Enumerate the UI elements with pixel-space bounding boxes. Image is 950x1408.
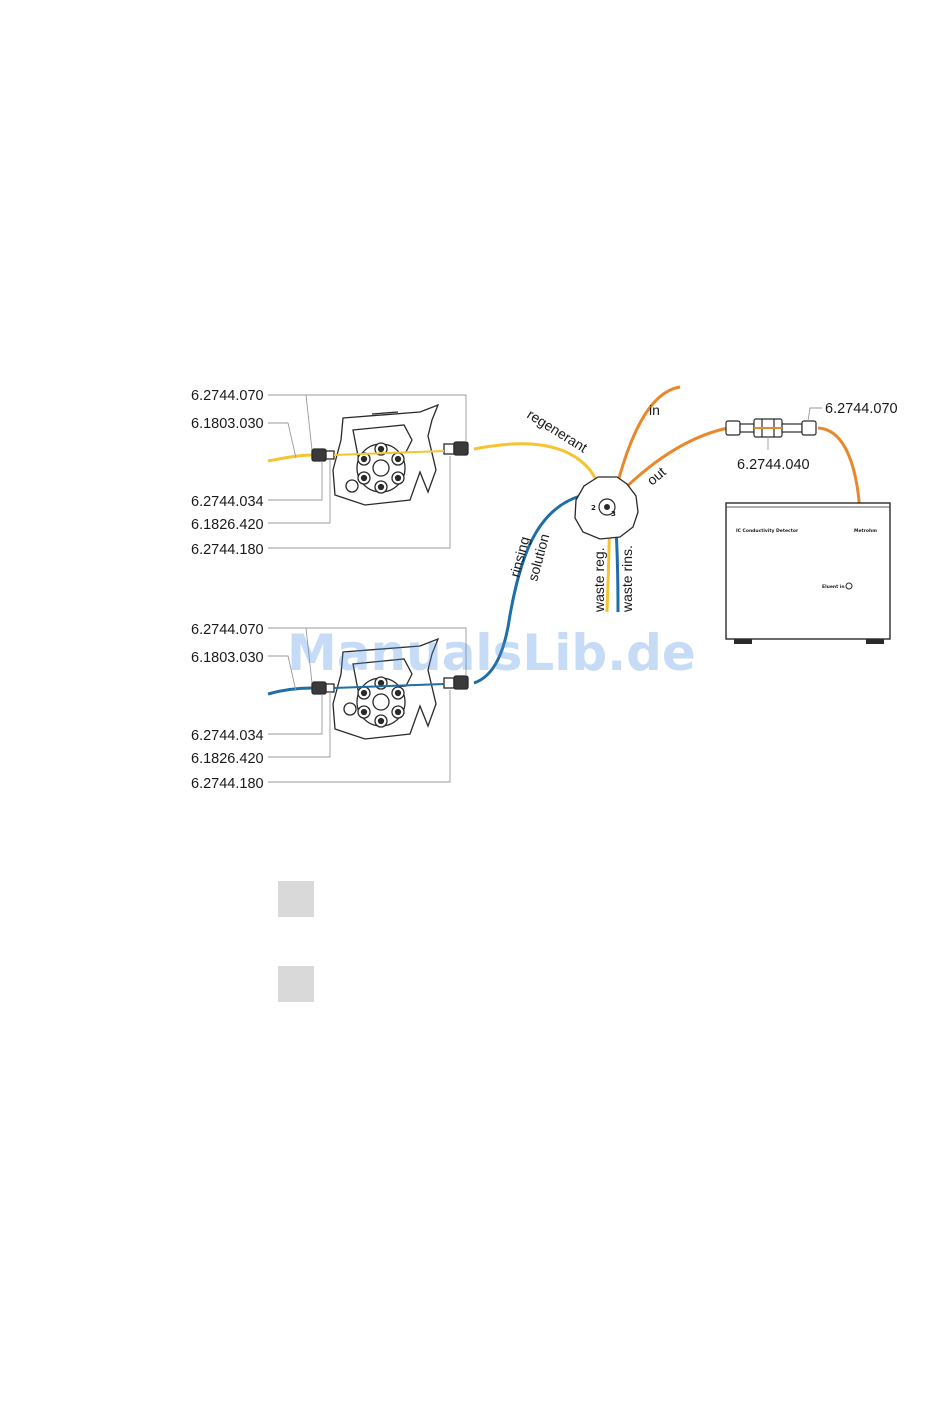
step-marker-2 xyxy=(278,966,314,1002)
suppressor-port-2: 2 xyxy=(591,504,596,512)
top-pump-label-1: 6.2744.070 xyxy=(191,388,264,404)
top-pump-label-5: 6.2744.180 xyxy=(191,542,264,558)
conductivity-detector: IC Conductivity Detector Metrohm Eluent … xyxy=(726,503,890,644)
suppressor-port-3: 3 xyxy=(611,510,616,518)
step-marker-1 xyxy=(278,881,314,917)
coupling-label-top: 6.2744.070 xyxy=(825,401,898,417)
bottom-pump-label-2: 6.1803.030 xyxy=(191,650,264,666)
coupling-label-bottom: 6.2744.040 xyxy=(737,457,810,473)
peristaltic-pump-top xyxy=(312,405,468,505)
detector-eluent-in-port xyxy=(846,583,852,589)
bottom-pump-label-5: 6.2744.180 xyxy=(191,776,264,792)
suppressor-unit: 2 3 xyxy=(575,477,638,539)
detector-eluent-in-label: Eluent in xyxy=(822,584,845,590)
watermark: ManualsLib.de xyxy=(287,624,696,682)
top-pump-label-3: 6.2744.034 xyxy=(191,494,264,510)
bottom-pump-label-1: 6.2744.070 xyxy=(191,622,264,638)
flow-label-waste-reg: waste reg. xyxy=(591,547,607,613)
detector-name: IC Conductivity Detector xyxy=(736,528,799,534)
regenerant-inlet-tube xyxy=(268,455,312,461)
detector-brand: Metrohm xyxy=(854,528,877,534)
bottom-pump-label-3: 6.2744.034 xyxy=(191,728,264,744)
flow-label-waste-rins: waste rins. xyxy=(619,545,635,613)
top-pump-label-2: 6.1803.030 xyxy=(191,416,264,432)
top-pump-label-4: 6.1826.420 xyxy=(191,517,264,533)
tubing-coupling xyxy=(726,419,816,437)
rinsing-inlet-tube xyxy=(268,688,312,694)
flow-label-in: in xyxy=(649,402,660,418)
bottom-pump-label-4: 6.1826.420 xyxy=(191,751,264,767)
